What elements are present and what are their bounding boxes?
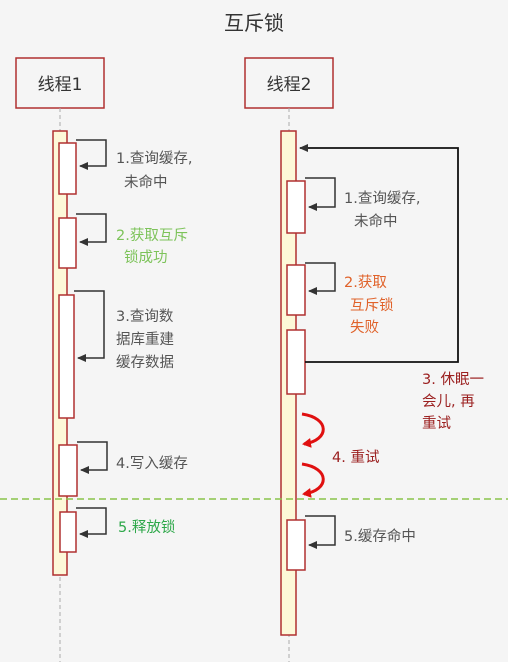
t2-activation-1 [286, 180, 306, 234]
t1-step3-text: 3.查询数 据库重建 缓存数据 [116, 308, 179, 371]
t1-step1-text: 1.查询缓存, 未命中 [116, 150, 197, 191]
t2-step2-text: 2.获取 互斥锁 失败 [344, 274, 398, 336]
t2-self-arrow-5 [305, 515, 336, 549]
retry-curl-arrow-2 [301, 462, 325, 498]
t1-step5-text: 5.释放锁 [118, 519, 175, 536]
t2-step4-text: 4. 重试 [332, 449, 380, 466]
t1-self-arrow-5 [76, 507, 107, 538]
t1-activation-4 [58, 444, 78, 497]
t1-step4-text: 4.写入缓存 [116, 455, 188, 472]
lane-label-thread2: 线程2 [267, 75, 312, 95]
t2-retry-loop-arrow [299, 144, 459, 363]
t2-self-arrow-1 [305, 177, 336, 211]
t2-step1-text: 1.查询缓存, 未命中 [344, 190, 425, 230]
t1-activation-1 [58, 142, 77, 195]
t2-activation-3 [286, 329, 306, 395]
t1-activation-2 [58, 217, 77, 269]
t1-self-arrow-3 [74, 290, 105, 362]
t1-self-arrow-1 [76, 139, 107, 170]
t1-step2-text: 2.获取互斥 锁成功 [116, 227, 192, 266]
t1-activation-3 [58, 294, 75, 419]
t2-self-arrow-2 [305, 262, 336, 295]
t2-step3-text: 3. 休眠一 会儿, 再 重试 [422, 371, 489, 432]
retry-curl-arrow-1 [301, 412, 325, 448]
lane-label-thread1: 线程1 [38, 75, 83, 95]
diagram-title: 互斥锁 [224, 11, 284, 35]
t2-activation-5 [286, 519, 306, 571]
t1-self-arrow-2 [76, 213, 107, 246]
t2-step5-text: 5.缓存命中 [344, 527, 416, 545]
t2-activation-2 [286, 264, 306, 316]
t1-activation-5 [59, 511, 77, 553]
t1-self-arrow-4 [77, 441, 108, 474]
